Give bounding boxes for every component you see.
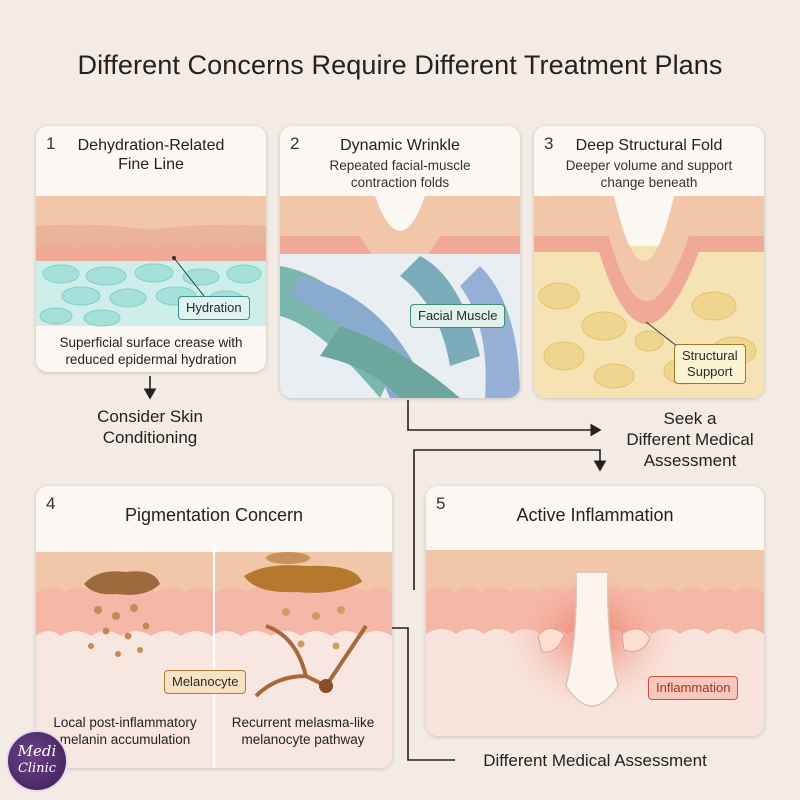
logo-line: Medi — [17, 742, 57, 760]
outcome-skin-conditioning: Consider Skin Conditioning — [60, 406, 240, 448]
inflammation-illustration — [426, 550, 764, 736]
card-dehydration-fine-line: 1 Dehydration-Related Fine Line Hydratio… — [36, 126, 266, 372]
card-heading: Deep Structural Fold — [575, 137, 723, 154]
outcome-line: Assessment — [643, 451, 737, 470]
card-number: 4 — [46, 494, 56, 513]
page-title: Different Concerns Require Different Tre… — [77, 50, 723, 80]
card-number: 5 — [436, 494, 446, 513]
arrow-to-seek-assessment — [407, 400, 602, 437]
card-pigmentation-concern: 4 Pigmentation Concern Melanocyte Local … — [36, 486, 392, 768]
card-subtitle: Deeper volume and support change beneath — [534, 157, 764, 191]
caption-line: melanin accumulation — [59, 732, 191, 747]
melanocyte-tag: Melanocyte — [164, 670, 247, 694]
outcome-line: Conditioning — [102, 428, 198, 447]
outcome-seek-assessment: Seek a Different Medical Assessment — [600, 408, 780, 471]
caption-right: Recurrent melasma-like melanocyte pathwa… — [214, 714, 392, 748]
card-heading: Pigmentation Concern — [124, 505, 304, 525]
bracket-to-different-assessment — [392, 627, 455, 761]
facial-muscle-tag: Facial Muscle — [410, 304, 506, 328]
caption-line: Superficial surface crease with — [59, 335, 243, 350]
subtitle-line: change beneath — [600, 175, 698, 190]
pigmentation-illustration — [36, 546, 392, 768]
card-heading-line: Fine Line — [118, 156, 184, 173]
outcome-line: Consider Skin — [97, 407, 203, 426]
card-heading: Dehydration-Related Fine Line — [36, 136, 266, 174]
clinic-logo: Medi Clinic — [6, 730, 68, 792]
subtitle-line: Deeper volume and support — [565, 158, 733, 173]
card-heading-line: Dehydration-Related — [77, 137, 225, 154]
outcome-line: Seek a — [663, 409, 717, 428]
arrow-to-card-5 — [413, 449, 607, 590]
card-number: 2 — [290, 134, 300, 153]
hydration-tag: Hydration — [178, 296, 250, 320]
logo-line: Clinic — [17, 761, 57, 776]
subtitle-line: contraction folds — [350, 175, 450, 190]
caption-line: Local post-inflammatory — [53, 715, 197, 730]
caption-line: melanocyte pathway — [241, 732, 365, 747]
caption-line: reduced epidermal hydration — [65, 352, 237, 367]
card-active-inflammation: 5 Active Inflammation Inflammation — [426, 486, 764, 736]
tag-line: Structural — [682, 348, 738, 363]
card-heading: Active Inflammation — [516, 505, 674, 525]
card-deep-structural-fold: 3 Deep Structural Fold Deeper volume and… — [534, 126, 764, 398]
card-heading: Dynamic Wrinkle — [340, 137, 460, 154]
outcome-different-assessment: Different Medical Assessment — [483, 751, 707, 770]
card-number: 3 — [544, 134, 554, 153]
caption-left: Local post-inflammatory melanin accumula… — [36, 714, 214, 748]
inflammation-tag: Inflammation — [648, 676, 739, 700]
card-subtitle: Repeated facial-muscle contraction folds — [280, 157, 520, 191]
structural-support-tag: Structural Support — [674, 344, 746, 384]
card-dynamic-wrinkle: 2 Dynamic Wrinkle Repeated facial-muscle… — [280, 126, 520, 398]
card-caption: Superficial surface crease with reduced … — [36, 334, 266, 368]
card-number: 1 — [46, 134, 56, 153]
caption-line: Recurrent melasma-like — [231, 715, 375, 730]
subtitle-line: Repeated facial-muscle — [329, 158, 471, 173]
outcome-line: Different Medical — [626, 430, 754, 449]
tag-line: Support — [687, 364, 733, 379]
